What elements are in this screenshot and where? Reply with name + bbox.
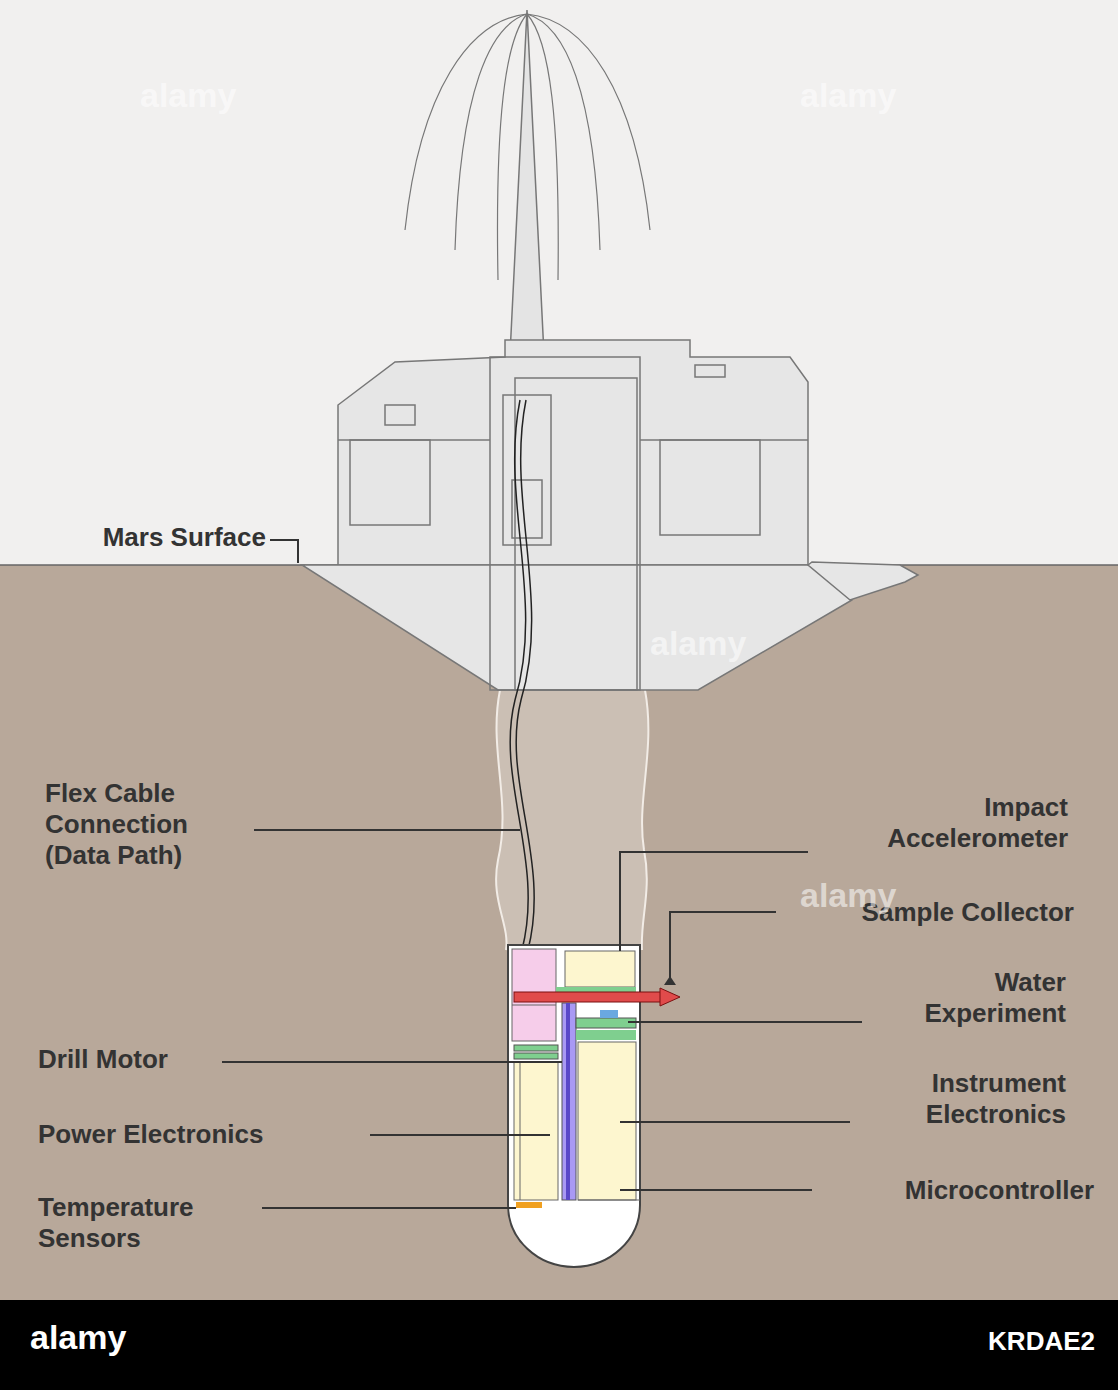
- drill-shaft-core: [566, 1003, 570, 1200]
- watermark-bar: [0, 1300, 1118, 1390]
- flex-cable: [510, 400, 528, 950]
- callout-label: Power Electronics: [38, 1119, 368, 1150]
- watermark: alamy: [140, 80, 280, 111]
- drill-motor: [514, 1053, 558, 1059]
- tunnel-wall: [496, 690, 506, 950]
- board-line: [520, 1062, 521, 1200]
- aftbody-base: [302, 565, 856, 690]
- sample-collector-tip: [660, 988, 680, 1006]
- green-plate: [576, 1030, 636, 1040]
- drill-motor: [514, 1045, 558, 1051]
- callout-label: Flex Cable Connection (Data Path): [45, 778, 255, 871]
- callout-label: Instrument Electronics: [856, 1068, 1066, 1130]
- power-electronics: [514, 1062, 558, 1200]
- drill-shaft: [562, 1003, 576, 1200]
- watermark-logo: alamy: [30, 1322, 190, 1353]
- impact-accelerometer: [565, 951, 635, 987]
- image-id: KRDAE2: [935, 1326, 1095, 1357]
- callout-label: Drill Motor: [38, 1044, 238, 1075]
- sky: [0, 0, 1118, 565]
- ramp: [808, 562, 918, 600]
- aftbody-details: [338, 357, 808, 690]
- watermark: alamy: [650, 628, 790, 659]
- callout-label: Microcontroller: [814, 1175, 1094, 1206]
- water-experiment-part: [576, 1018, 636, 1028]
- antenna-mast: [508, 10, 546, 395]
- water-cell: [600, 1010, 618, 1018]
- ground: [0, 565, 1118, 1300]
- aftbody: [338, 340, 808, 565]
- tunnel-wall: [642, 690, 649, 950]
- callout-label: Temperature Sensors: [38, 1192, 268, 1254]
- flex-cable: [516, 400, 534, 950]
- sample-collector: [514, 992, 662, 1002]
- leader-arrow: [664, 976, 676, 985]
- surface-label: Mars Surface: [6, 522, 266, 553]
- temperature-sensor: [516, 1202, 542, 1208]
- leader-lines: [222, 540, 862, 1208]
- module-line: [512, 1005, 556, 1006]
- callout-label: Impact Accelerometer: [808, 792, 1068, 854]
- watermark: alamy: [800, 880, 940, 911]
- callout-label: Water Experiment: [866, 967, 1066, 1029]
- watermark: alamy: [800, 80, 940, 111]
- board-line: [578, 1200, 640, 1201]
